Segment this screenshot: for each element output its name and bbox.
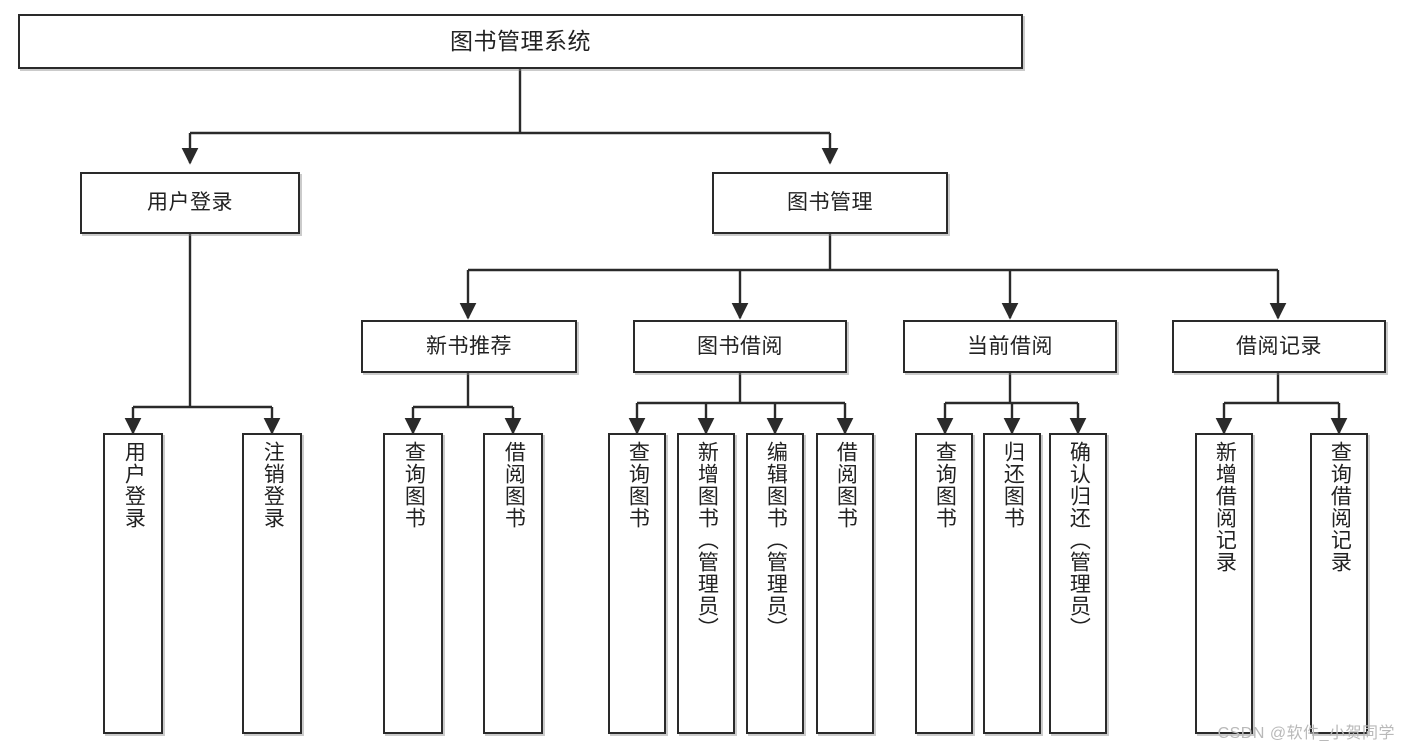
leaf-borrow-book-1[interactable]: 借阅图书 — [483, 433, 543, 734]
node-borrow-record-label: 借阅记录 — [1236, 334, 1322, 358]
leaf-query-book-1[interactable]: 查询图书 — [383, 433, 443, 734]
node-root-label: 图书管理系统 — [450, 27, 591, 54]
leaf-logout[interactable]: 注销登录 — [242, 433, 302, 734]
leaf-query-book-3-label: 查询图书 — [933, 441, 957, 529]
node-new-book-rec-label: 新书推荐 — [426, 334, 512, 358]
csdn-watermark: CSDN @软件_小贺同学 — [1217, 725, 1395, 742]
leaf-return-book-label: 归还图书 — [1001, 441, 1025, 529]
node-user-login-label: 用户登录 — [147, 191, 233, 215]
leaf-query-record[interactable]: 查询借阅记录 — [1310, 433, 1368, 734]
leaf-borrow-book-1-label: 借阅图书 — [502, 441, 526, 529]
node-user-login[interactable]: 用户登录 — [80, 172, 300, 234]
node-book-borrow-label: 图书借阅 — [697, 334, 783, 358]
leaf-add-book-label: 新增图书（管理员） — [695, 441, 719, 639]
leaf-confirm-return-label: 确认归还（管理员） — [1067, 441, 1091, 639]
leaf-user-login-label: 用户登录 — [122, 441, 146, 529]
leaf-query-book-2-label: 查询图书 — [626, 441, 650, 529]
leaf-query-book-2[interactable]: 查询图书 — [608, 433, 666, 734]
leaf-add-record-label: 新增借阅记录 — [1213, 441, 1237, 573]
leaf-confirm-return[interactable]: 确认归还（管理员） — [1049, 433, 1107, 734]
node-borrow-record[interactable]: 借阅记录 — [1172, 320, 1386, 373]
node-book-manage[interactable]: 图书管理 — [712, 172, 948, 234]
node-new-book-rec[interactable]: 新书推荐 — [361, 320, 577, 373]
leaf-edit-book-label: 编辑图书（管理员） — [764, 441, 788, 639]
node-book-borrow[interactable]: 图书借阅 — [633, 320, 847, 373]
leaf-user-login[interactable]: 用户登录 — [103, 433, 163, 734]
leaf-edit-book[interactable]: 编辑图书（管理员） — [746, 433, 804, 734]
leaf-return-book[interactable]: 归还图书 — [983, 433, 1041, 734]
leaf-borrow-book-2-label: 借阅图书 — [834, 441, 858, 529]
leaf-add-book[interactable]: 新增图书（管理员） — [677, 433, 735, 734]
node-root[interactable]: 图书管理系统 — [18, 14, 1023, 69]
leaf-query-book-1-label: 查询图书 — [402, 441, 426, 529]
leaf-add-record[interactable]: 新增借阅记录 — [1195, 433, 1253, 734]
leaf-query-book-3[interactable]: 查询图书 — [915, 433, 973, 734]
leaf-query-record-label: 查询借阅记录 — [1328, 441, 1352, 573]
leaf-borrow-book-2[interactable]: 借阅图书 — [816, 433, 874, 734]
node-current-borrow[interactable]: 当前借阅 — [903, 320, 1117, 373]
node-book-manage-label: 图书管理 — [787, 191, 873, 215]
node-current-borrow-label: 当前借阅 — [967, 334, 1053, 358]
leaf-logout-label: 注销登录 — [261, 441, 285, 529]
